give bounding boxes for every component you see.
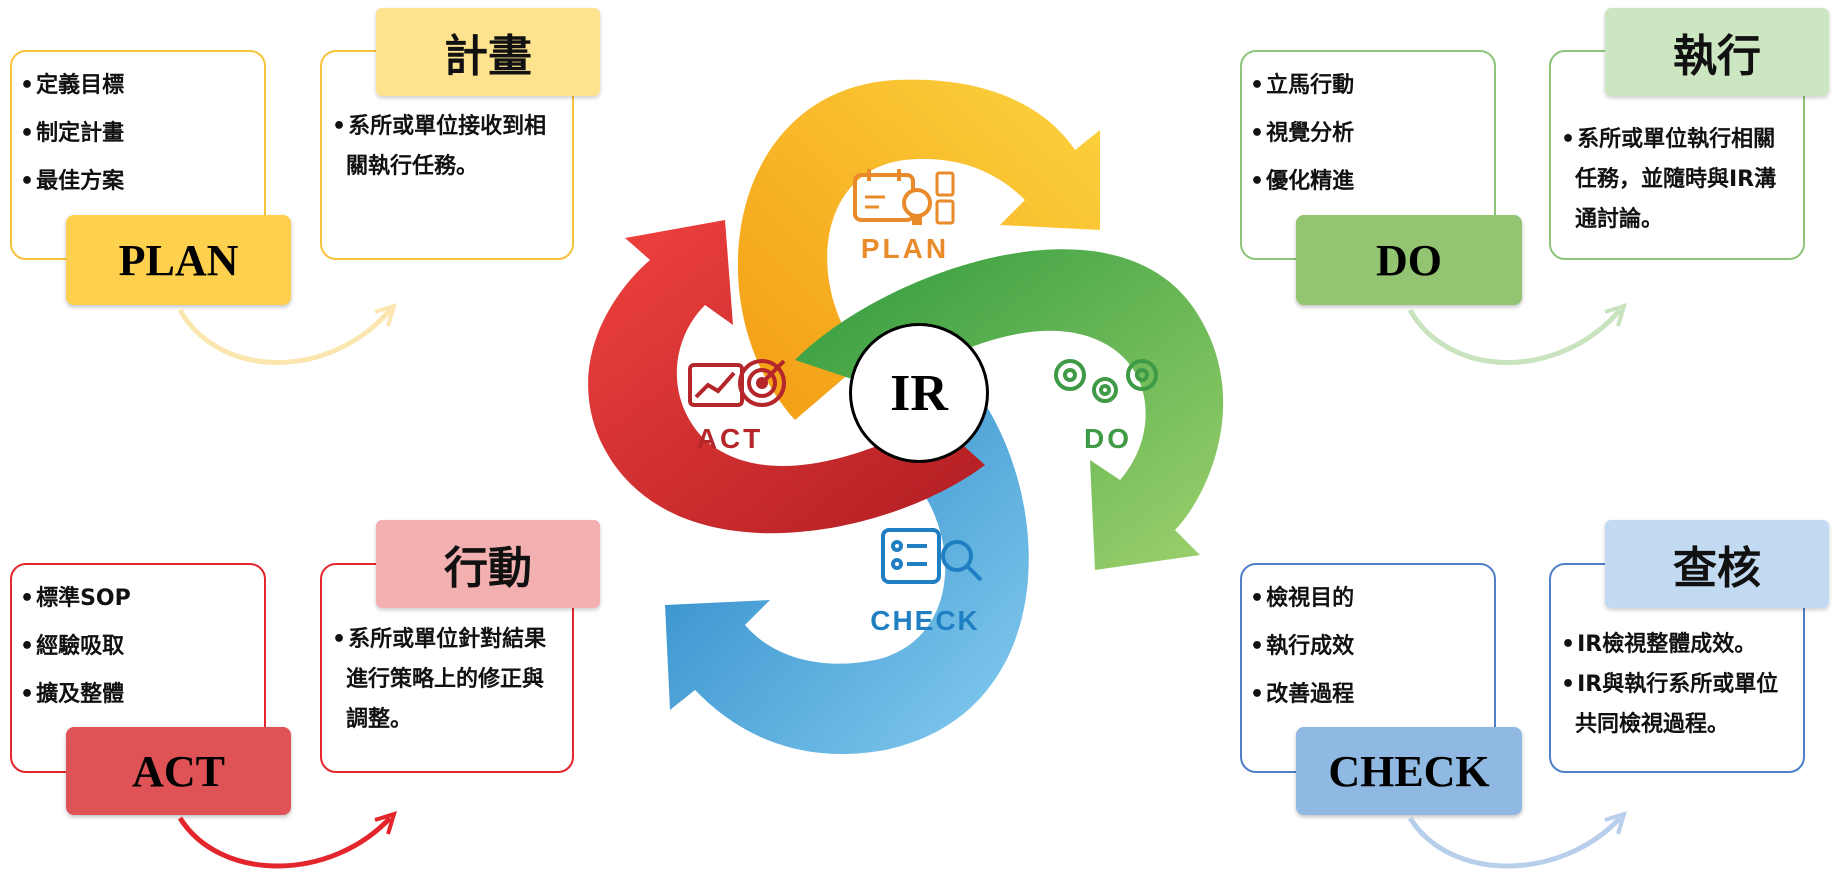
plan-description: 系所或單位接收到相關執行任務。: [332, 107, 558, 187]
do-cycle-label: DO: [1084, 423, 1132, 454]
check-bullet: 檢視目的: [1250, 575, 1486, 623]
plan-bullet: 最佳方案: [20, 158, 256, 206]
plan-bullet-list: 定義目標 制定計畫 最佳方案: [20, 62, 256, 206]
plan-curve-arrow: [177, 302, 398, 365]
do-title: 執行: [1605, 8, 1829, 96]
act-title: 行動: [376, 520, 600, 608]
check-bullet: 改善過程: [1250, 671, 1486, 719]
do-bullet: 視覺分析: [1250, 110, 1486, 158]
plan-title: 計畫: [376, 8, 600, 96]
do-label: DO: [1296, 215, 1522, 305]
do-bullet: 立馬行動: [1250, 62, 1486, 110]
act-curve-arrow: [177, 810, 398, 869]
plan-lightbulb-icon: [853, 169, 955, 225]
check-description: IR與執行系所或單位共同檢視過程。: [1561, 665, 1789, 745]
do-bullet: 優化精進: [1250, 158, 1486, 206]
check-bullet: 執行成效: [1250, 623, 1486, 671]
check-bullet-list: 檢視目的 執行成效 改善過程: [1250, 575, 1486, 719]
act-bullet-list: 標準SOP 經驗吸取 擴及整體: [20, 575, 256, 719]
ir-center: IR: [849, 323, 989, 463]
check-cycle-label: CHECK: [870, 605, 980, 636]
check-label: CHECK: [1296, 727, 1522, 815]
act-bullet: 經驗吸取: [20, 623, 256, 671]
act-label: ACT: [66, 727, 291, 815]
do-description: 系所或單位執行相關任務，並隨時與IR溝通討論。: [1561, 120, 1789, 240]
plan-bullet: 制定計畫: [20, 110, 256, 158]
check-description: IR檢視整體成效。: [1561, 625, 1789, 665]
check-title: 查核: [1605, 520, 1829, 608]
check-analysis-icon: [881, 528, 983, 584]
do-bullet-list: 立馬行動 視覺分析 優化精進: [1250, 62, 1486, 206]
act-cycle-label: ACT: [697, 423, 764, 454]
gears-icon: [1054, 359, 1158, 403]
plan-cycle-label: PLAN: [861, 233, 949, 264]
check-curve-arrow: [1407, 810, 1628, 869]
act-bullet: 標準SOP: [20, 575, 256, 623]
target-icon: [688, 359, 786, 407]
act-description: 系所或單位針對結果進行策略上的修正與調整。: [332, 620, 558, 740]
do-curve-arrow: [1407, 302, 1628, 365]
plan-label: PLAN: [66, 215, 291, 305]
plan-bullet: 定義目標: [20, 62, 256, 110]
act-bullet: 擴及整體: [20, 671, 256, 719]
